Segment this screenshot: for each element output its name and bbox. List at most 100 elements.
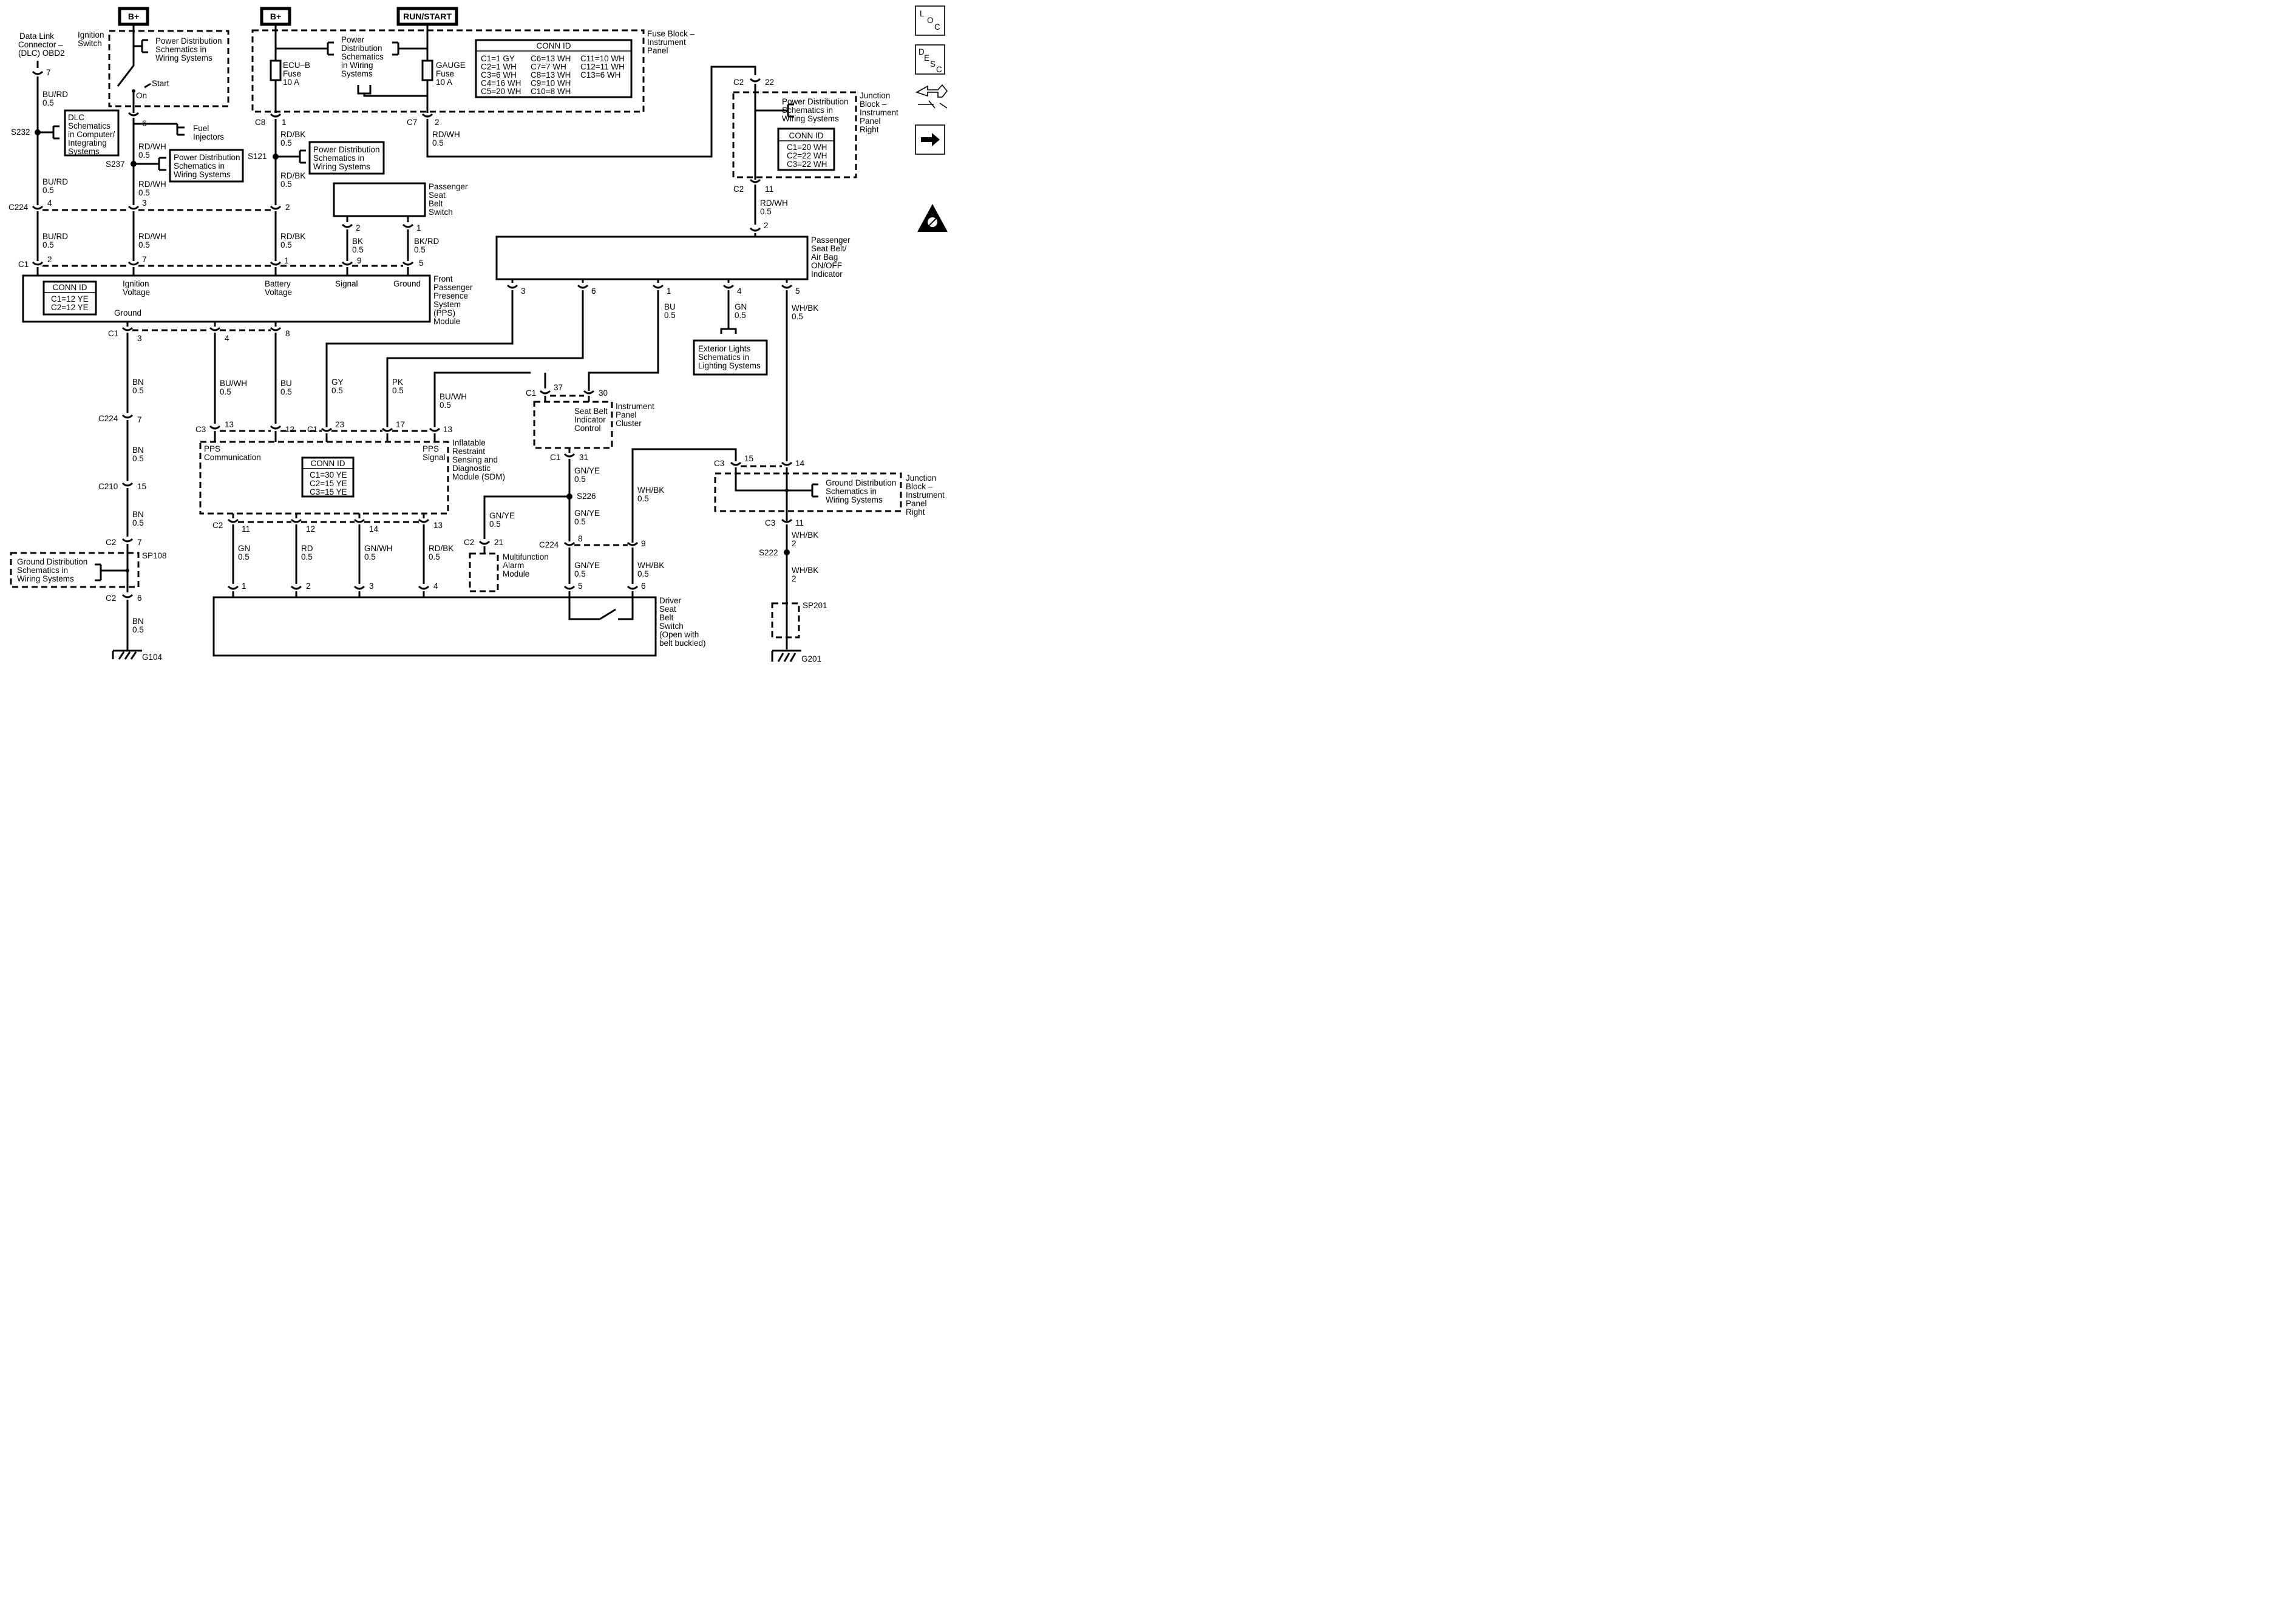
pin-label: 3 (142, 198, 147, 208)
c2-connector (749, 178, 761, 183)
wire-gauge: 0.5 (352, 245, 364, 254)
ref-text: Wiring Systems (313, 162, 370, 171)
pin-label: 15 (744, 454, 753, 463)
jb-title: Panel (906, 499, 927, 508)
fuse-block-box (251, 29, 645, 113)
fuse-block-title: Fuse Block – (647, 29, 695, 38)
wire-label: BU/WH (440, 392, 467, 401)
wire-gauge: 0.5 (432, 138, 444, 147)
jb-conn-id-table (777, 127, 835, 171)
wire-label: RD (301, 544, 313, 553)
wire-gauge: 0.5 (414, 245, 426, 254)
wire-gauge: 0.5 (392, 386, 404, 395)
conn-id-cell: C6=13 WH (531, 54, 571, 63)
fuse-conn-id-table (475, 39, 633, 98)
ipc-inner-label: Indicator (574, 415, 606, 424)
desc-icon[interactable]: D E S C (915, 44, 945, 75)
connector-label: C224 (98, 414, 118, 423)
wire-label: WH/BK (637, 561, 664, 570)
wire-label: RD/BK (280, 171, 305, 180)
ignition-switch-contact (117, 24, 148, 87)
wire-gauge: 0.5 (138, 151, 150, 160)
pin-label: 9 (357, 256, 362, 265)
conn-id-title: CONN ID (311, 459, 345, 468)
connector-label: C1 (108, 329, 118, 338)
ref-text: in Wiring (341, 61, 373, 70)
power-distribution-ref[interactable] (308, 141, 385, 175)
pin-label: 12 (306, 524, 315, 534)
c224-connector (563, 541, 639, 546)
connector-label: C2 (733, 78, 744, 87)
exterior-lights-ref[interactable] (693, 339, 768, 376)
wire-label: RD/BK (429, 544, 453, 553)
ref-text: Power Distribution (155, 36, 222, 46)
wire-label: GN/YE (574, 509, 600, 518)
pps-bottom-connector (121, 327, 282, 331)
pin-function-label: Battery (265, 279, 291, 288)
wire-gauge: 2 (792, 574, 796, 583)
bplus-label-1: B+ (128, 12, 139, 21)
power-distribution-ref[interactable] (169, 149, 244, 183)
wire-gauge: 0.5 (301, 552, 313, 561)
arrow-icon[interactable] (915, 124, 945, 155)
mfam-connector (478, 540, 491, 545)
wire-label: RD/WH (432, 130, 460, 139)
pin-label: 3 (369, 581, 374, 591)
wire-label: BN (132, 378, 144, 387)
connector-icon[interactable] (915, 84, 948, 109)
connector-label: C224 (539, 540, 559, 549)
ref-text: Schematics in (174, 161, 225, 171)
pps-title: (PPS) (433, 308, 455, 317)
wire-gauge: 0.5 (574, 475, 586, 484)
wire-label: BU (664, 302, 676, 311)
wire-label: BN (132, 510, 144, 519)
ipc-c1-connector (563, 453, 576, 458)
conn-id-cell: C8=13 WH (531, 70, 571, 80)
wire-gauge: 0.5 (132, 454, 144, 463)
wire-label: WH/BK (792, 531, 818, 540)
pin-label: 5 (795, 286, 800, 296)
connector-label: C3 (195, 425, 206, 434)
wire-label: WH/BK (792, 303, 818, 313)
conn-id-cell: C1=12 YE (51, 294, 89, 303)
sdm-title: Sensing and (452, 455, 498, 464)
sdm-title: Module (SDM) (452, 472, 505, 481)
pin-function-label: PPS (423, 444, 439, 453)
wire-label: BK (352, 237, 363, 246)
pin-label: 15 (137, 482, 146, 491)
fuse-block-title: Instrument (647, 38, 686, 47)
conn-id-title: CONN ID (537, 41, 571, 50)
wire-label: BU/RD (42, 232, 68, 241)
connector-label: C2 (212, 521, 223, 530)
ref-text: Distribution (341, 44, 382, 53)
ipc-title: Cluster (616, 419, 642, 428)
pin-label: 4 (47, 198, 52, 208)
pin-label: 14 (369, 524, 379, 534)
pin-label: 4 (737, 286, 742, 296)
c224-connector (32, 205, 282, 210)
loc-icon-letter: O (927, 16, 934, 25)
conn-id-cell: C2=15 YE (310, 479, 347, 488)
ref-text: Power (341, 35, 365, 44)
jb-title: Right (860, 125, 879, 134)
wire-gauge: 0.5 (280, 240, 292, 249)
wire-gauge: 2 (792, 539, 796, 548)
mfam-title: Alarm (503, 561, 524, 570)
sdm-c1-connector (321, 427, 441, 432)
c224-connector (121, 414, 134, 419)
connector-label: C2 (464, 538, 474, 547)
ground-label: G201 (801, 654, 821, 663)
ref-text: Schematics in (313, 154, 364, 163)
fuel-injectors-label: Injectors (193, 132, 224, 141)
pin-function-label: Ignition (123, 279, 149, 288)
loc-icon[interactable]: L O C (915, 5, 945, 36)
pps-title: Presence (433, 291, 468, 300)
wire-gauge: 0.5 (440, 401, 451, 410)
indicator-title: ON/OFF (811, 261, 842, 270)
sp108-box (10, 552, 140, 588)
jb-title: Panel (860, 117, 881, 126)
wire-gauge: 0.5 (760, 207, 772, 216)
dlc-schematics-ref[interactable] (64, 109, 120, 157)
indicator-title: Indicator (811, 270, 843, 279)
ipc-inner-label: Seat Belt (574, 407, 608, 416)
